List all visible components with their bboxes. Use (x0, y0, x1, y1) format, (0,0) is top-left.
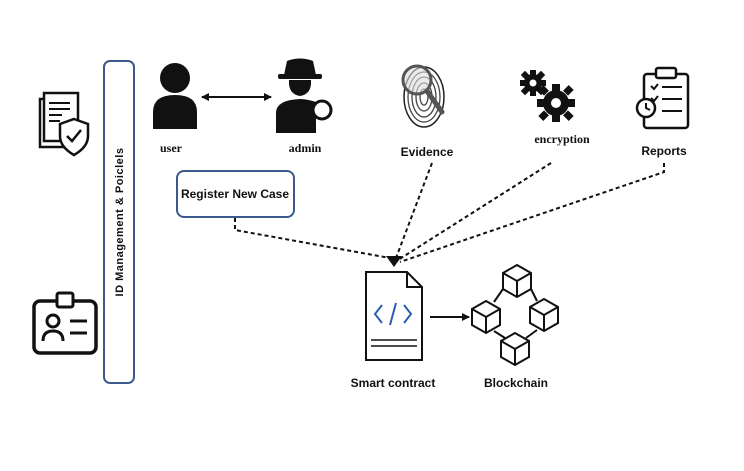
flow-connectors (234, 162, 665, 263)
user-label: user (160, 141, 183, 155)
admin-label: admin (289, 141, 322, 155)
connector-evidence (395, 162, 433, 259)
register-new-case-label: Register New Case (181, 187, 289, 201)
reports-label: Reports (641, 144, 687, 158)
cube-right (529, 297, 559, 333)
connector-encryption (397, 162, 552, 261)
cube-top (502, 263, 532, 299)
evidence-label: Evidence (401, 145, 454, 159)
policy-document-shield-icon (38, 91, 90, 157)
connector-register-case (234, 218, 391, 259)
smart-contract-label: Smart contract (351, 376, 436, 390)
id-card-icon (32, 291, 98, 355)
register-new-case-button[interactable]: Register New Case (176, 170, 295, 218)
cube-bottom (500, 331, 530, 367)
code-document-icon (365, 271, 423, 361)
user-icon (153, 63, 197, 129)
id-management-label: ID Management & Poiclels (114, 148, 126, 297)
fingerprint-magnifier-icon (401, 64, 445, 128)
connector-reports (399, 163, 665, 263)
cube-left (471, 299, 501, 335)
detective-icon (276, 58, 333, 133)
gears-icon (520, 70, 575, 122)
id-management-panel: ID Management & Poiclels (103, 60, 135, 384)
blockchain-cubes-icon (471, 263, 559, 367)
merge-arrowhead (386, 256, 402, 267)
encryption-label: encryption (534, 132, 590, 146)
clipboard-report-icon (635, 66, 690, 130)
blockchain-label: Blockchain (484, 376, 548, 390)
